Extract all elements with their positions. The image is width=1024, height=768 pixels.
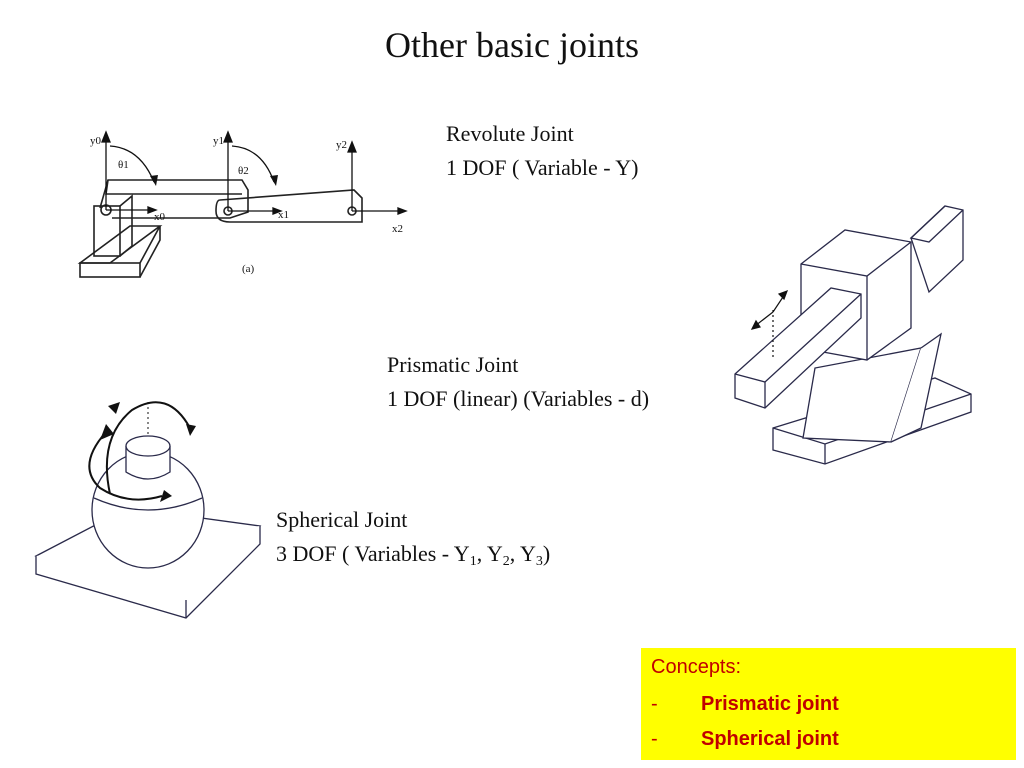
prismatic-joint-name: Prismatic Joint [387, 352, 519, 377]
theta1-label: θ1 [118, 159, 129, 171]
spherical-joint-name: Spherical Joint [276, 507, 408, 532]
x2-label: x2 [392, 223, 403, 235]
bullet-dash: - [651, 693, 658, 715]
prismatic-joint-dof: 1 DOF (linear) (Variables - d) [387, 386, 650, 411]
y1-label: y1 [213, 135, 224, 147]
revolute-joint-label: Revolute Joint 1 DOF ( Variable - Y) [446, 117, 638, 185]
x0-label: x0 [154, 211, 166, 223]
prismatic-joint-label: Prismatic Joint 1 DOF (linear) (Variable… [387, 348, 649, 416]
concepts-heading: Concepts: [651, 656, 742, 678]
concept-spherical: Spherical joint [701, 728, 839, 750]
x1-label: x1 [278, 209, 289, 221]
spherical-joint-label: Spherical Joint 3 DOF ( Variables - Y1, … [276, 503, 550, 571]
prismatic-joint-figure [734, 205, 972, 465]
slide-title: Other basic joints [385, 25, 639, 65]
bullet-dash: - [651, 728, 658, 750]
figure-caption: (a) [242, 263, 255, 275]
spherical-joint-dof: 3 DOF ( Variables - Y1, Y2, Y3) [276, 541, 551, 569]
y0-label: y0 [90, 135, 102, 147]
y2-label: y2 [336, 139, 347, 151]
revolute-joint-dof: 1 DOF ( Variable - Y) [446, 155, 639, 180]
spherical-joint-figure [34, 400, 262, 619]
concept-prismatic: Prismatic joint [701, 693, 839, 715]
revolute-joint-figure: y0 y1 y2 x0 x1 x2 θ1 θ2 (a) [77, 130, 408, 278]
revolute-joint-name: Revolute Joint [446, 121, 574, 146]
theta2-label: θ2 [238, 165, 249, 177]
concepts-box: Concepts: - Prismatic joint - Spherical … [641, 648, 1016, 760]
